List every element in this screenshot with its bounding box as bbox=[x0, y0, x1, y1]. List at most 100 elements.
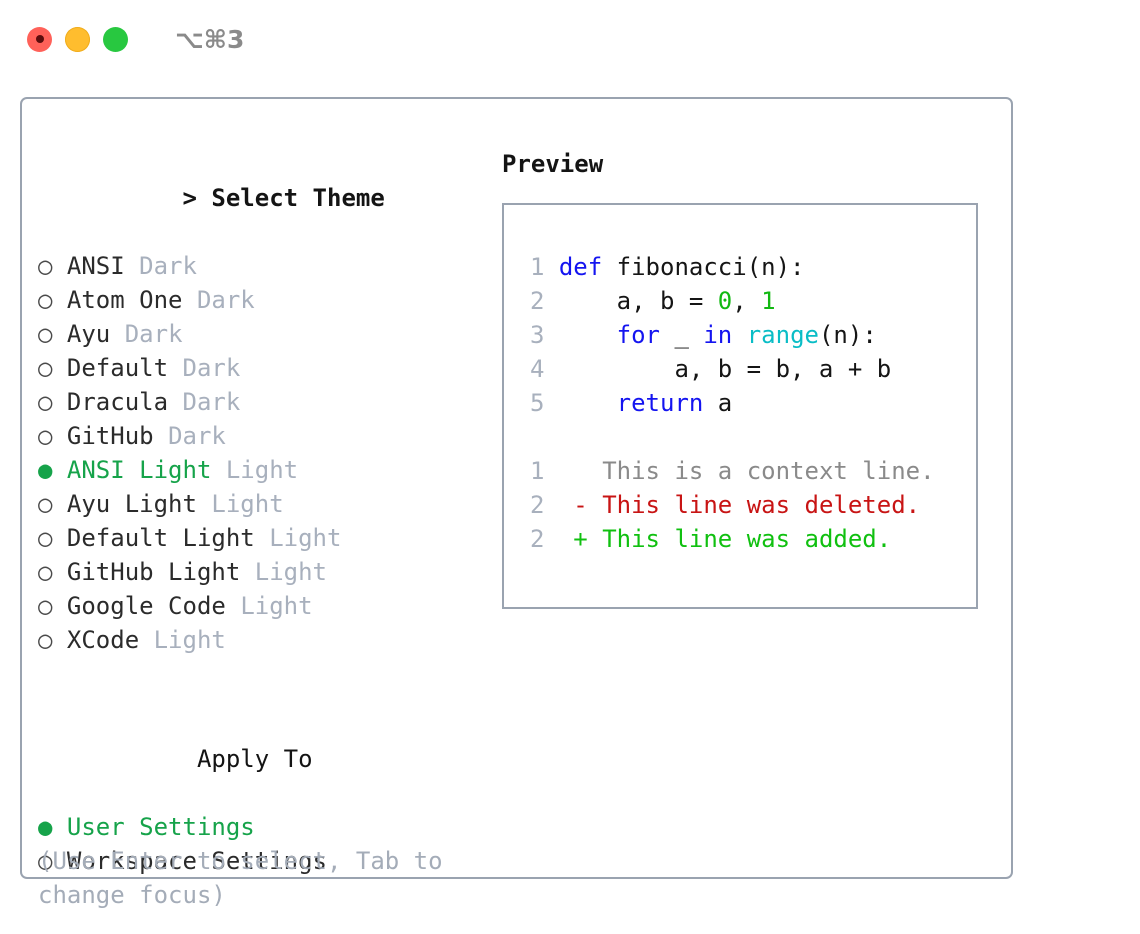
radio-selected-icon: ● bbox=[38, 456, 53, 484]
theme-option-label: ANSI bbox=[66, 252, 125, 280]
diff-line-content: + This line was added. bbox=[544, 525, 891, 553]
keyboard-shortcut-label: ⌥⌘3 bbox=[175, 24, 245, 54]
radio-unselected-icon: ○ bbox=[38, 354, 53, 382]
code-token-id: fibonacci bbox=[616, 253, 747, 281]
theme-option-category: Light bbox=[153, 626, 226, 654]
code-token-punc: , bbox=[732, 287, 762, 315]
theme-option-category: Light bbox=[225, 456, 299, 484]
diff-line-number: 2 bbox=[529, 525, 545, 553]
code-token-punc bbox=[559, 321, 617, 349]
theme-option-atom-one[interactable]: ○ Atom One Dark bbox=[38, 283, 488, 317]
code-token-fn: range bbox=[746, 321, 819, 349]
apply-to-header: Apply To bbox=[38, 708, 488, 810]
diff-text: This is a context line. bbox=[602, 457, 935, 485]
theme-option-category: Light bbox=[254, 558, 327, 586]
apply-to-list[interactable]: ● User Settings○ Workspace Settings bbox=[38, 810, 488, 878]
radio-unselected-icon: ○ bbox=[38, 626, 53, 654]
maximize-button-icon[interactable] bbox=[103, 26, 128, 52]
radio-unselected-icon: ○ bbox=[38, 592, 53, 620]
theme-option-category: Light bbox=[240, 592, 313, 620]
code-token-id: _ bbox=[660, 321, 704, 349]
theme-option-github[interactable]: ○ GitHub Dark bbox=[38, 419, 488, 453]
theme-option-category: Dark bbox=[168, 422, 226, 450]
theme-option-github-light[interactable]: ○ GitHub Light Light bbox=[38, 555, 488, 589]
theme-option-ansi-light[interactable]: ● ANSI Light Light bbox=[38, 453, 488, 487]
theme-option-category: Dark bbox=[182, 388, 241, 416]
diff-line-content: - This line was deleted. bbox=[544, 491, 920, 519]
code-line-number: 1 bbox=[529, 253, 545, 281]
keyboard-hint-text: (Use Enter to select, Tab to change focu… bbox=[38, 847, 458, 909]
theme-option-category: Dark bbox=[182, 354, 241, 382]
code-token-id: a, b = bbox=[558, 287, 718, 315]
radio-unselected-icon: ○ bbox=[38, 388, 53, 416]
radio-selected-icon: ● bbox=[38, 813, 53, 841]
diff-text: This line was added. bbox=[602, 525, 892, 553]
apply-option-user-settings[interactable]: ● User Settings bbox=[38, 810, 488, 844]
theme-option-label: GitHub Light bbox=[66, 558, 241, 586]
theme-option-label: Google Code bbox=[66, 592, 226, 620]
theme-option-category: Light bbox=[211, 490, 284, 518]
theme-selector-column: > Select Theme ○ ANSI Dark○ Atom One Dar… bbox=[38, 147, 488, 657]
diff-line-number: 2 bbox=[529, 491, 545, 519]
apply-option-workspace-settings[interactable]: ○ Workspace Settings bbox=[38, 844, 488, 878]
window-controls bbox=[27, 26, 128, 52]
radio-unselected-icon: ○ bbox=[38, 422, 53, 450]
radio-unselected-icon: ○ bbox=[38, 252, 53, 280]
theme-option-xcode[interactable]: ○ XCode Light bbox=[38, 623, 488, 657]
code-line: 2 a, b = 0, 1 bbox=[518, 284, 976, 318]
theme-option-google-code[interactable]: ○ Google Code Light bbox=[38, 589, 488, 623]
code-line: 3 for _ in range(n): bbox=[518, 318, 976, 352]
radio-unselected-icon: ○ bbox=[38, 286, 53, 314]
preview-title: Preview bbox=[502, 150, 604, 178]
code-token-kw: def bbox=[558, 253, 603, 281]
code-line-number: 4 bbox=[529, 355, 545, 383]
diff-sign: - bbox=[573, 491, 588, 519]
main-window-panel: > Select Theme ○ ANSI Dark○ Atom One Dar… bbox=[20, 97, 1013, 909]
preview-column: Preview bbox=[502, 147, 1002, 181]
diff-sign bbox=[573, 457, 587, 485]
diff-line-add: 2 + This line was added. bbox=[518, 522, 976, 556]
theme-option-ayu-light[interactable]: ○ Ayu Light Light bbox=[38, 487, 488, 521]
theme-option-category: Dark bbox=[196, 286, 255, 314]
apply-to-title: Apply To bbox=[196, 745, 313, 773]
code-token-punc bbox=[559, 389, 617, 417]
theme-option-label: Dracula bbox=[66, 388, 169, 416]
theme-option-category: Light bbox=[269, 524, 342, 552]
theme-option-dracula[interactable]: ○ Dracula Dark bbox=[38, 385, 488, 419]
code-token-kw: for bbox=[616, 321, 660, 349]
select-theme-title: Select Theme bbox=[211, 184, 385, 212]
minimize-button-icon[interactable] bbox=[65, 26, 90, 52]
code-token-punc bbox=[602, 253, 616, 281]
apply-option-label: User Settings bbox=[66, 813, 255, 841]
theme-option-ansi[interactable]: ○ ANSI Dark bbox=[38, 249, 488, 283]
close-dot-icon bbox=[35, 35, 44, 43]
code-token-punc: (n): bbox=[746, 253, 805, 281]
theme-option-label: GitHub bbox=[66, 422, 154, 450]
diff-text: This line was deleted. bbox=[602, 491, 921, 519]
radio-unselected-icon: ○ bbox=[38, 847, 53, 875]
theme-option-default-light[interactable]: ○ Default Light Light bbox=[38, 521, 488, 555]
theme-option-label: Default Light bbox=[66, 524, 255, 552]
code-line-number: 3 bbox=[529, 321, 545, 349]
code-token-kw: in bbox=[703, 321, 733, 349]
titlebar: ⌥⌘3 bbox=[0, 0, 1140, 78]
diff-sign: + bbox=[573, 525, 588, 553]
code-token-id: a, b = b, a + b bbox=[558, 355, 892, 383]
code-token-id: a bbox=[703, 389, 733, 417]
theme-option-ayu[interactable]: ○ Ayu Dark bbox=[38, 317, 488, 351]
theme-option-default[interactable]: ○ Default Dark bbox=[38, 351, 488, 385]
radio-unselected-icon: ○ bbox=[38, 558, 53, 586]
code-token-num: 0 bbox=[717, 287, 733, 315]
code-line-number: 5 bbox=[529, 389, 545, 417]
theme-option-label: Atom One bbox=[66, 286, 183, 314]
close-button-icon[interactable] bbox=[27, 26, 52, 52]
theme-option-label: Ayu bbox=[66, 320, 111, 348]
apply-to-column: Apply To ● User Settings○ Workspace Sett… bbox=[38, 708, 488, 878]
diff-line-ctx: 1 This is a context line. bbox=[518, 454, 976, 488]
theme-list[interactable]: ○ ANSI Dark○ Atom One Dark○ Ayu Dark○ De… bbox=[38, 249, 488, 657]
theme-option-label: Ayu Light bbox=[66, 490, 197, 518]
code-token-num: 1 bbox=[761, 287, 776, 315]
